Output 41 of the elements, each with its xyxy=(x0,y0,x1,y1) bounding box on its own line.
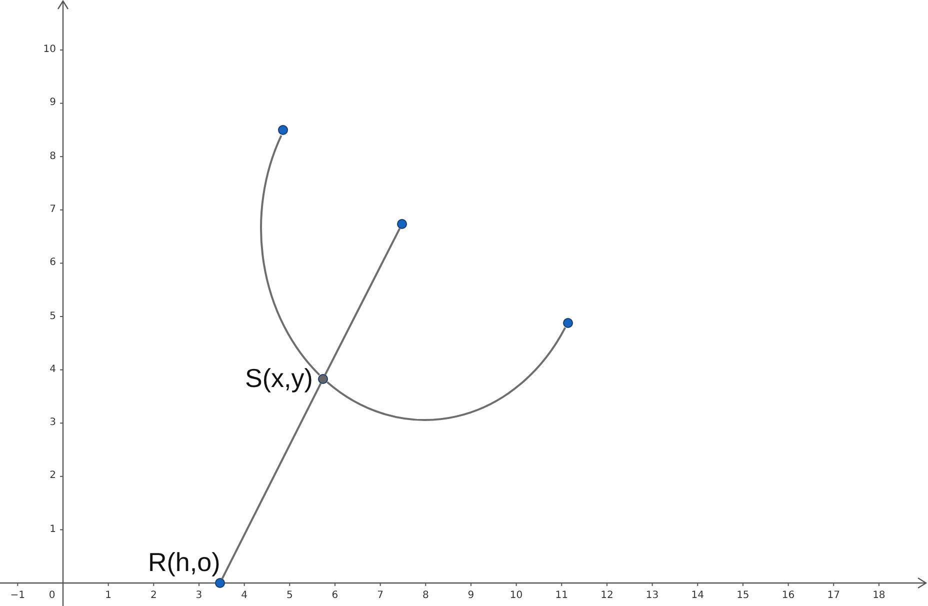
point-marker xyxy=(215,578,225,588)
line-segment xyxy=(324,228,401,375)
tick-label: 1 xyxy=(48,524,56,536)
tick-label: −1 xyxy=(10,590,26,602)
tick-label: 7 xyxy=(48,204,56,216)
tick-label: 5 xyxy=(48,310,56,322)
point-label: R(h,o) xyxy=(148,547,220,577)
tick-label: 12 xyxy=(600,590,614,602)
tick-label: 17 xyxy=(826,590,841,602)
tick-label: 7 xyxy=(376,590,384,602)
tick-label: 9 xyxy=(466,590,476,602)
point-marker xyxy=(278,125,288,135)
tick-label: 10 xyxy=(508,590,524,602)
tick-label: 6 xyxy=(330,590,340,602)
tick-label: 5 xyxy=(285,590,294,602)
tick-label: 2 xyxy=(48,470,56,482)
tick-label: 8 xyxy=(421,590,430,602)
tick-label: 11 xyxy=(554,590,569,602)
tick-label: 3 xyxy=(48,417,56,430)
tick-label: 9 xyxy=(48,97,56,110)
tick-label: 0 xyxy=(48,590,56,602)
tick-label: 10 xyxy=(42,44,56,56)
tick-label: 15 xyxy=(736,590,750,602)
tick-label: 4 xyxy=(240,590,248,602)
tick-label: 1 xyxy=(104,590,113,602)
point-marker xyxy=(563,318,573,328)
tick-label: 13 xyxy=(644,590,660,602)
tick-label: 18 xyxy=(872,590,886,602)
tick-label: 3 xyxy=(194,590,204,602)
tick-label: 14 xyxy=(690,590,705,602)
point-marker xyxy=(318,374,328,384)
arc xyxy=(260,135,320,376)
tick-label: 4 xyxy=(48,364,56,376)
arc xyxy=(326,327,566,421)
line-segment xyxy=(221,383,322,579)
point-marker xyxy=(397,219,407,229)
tick-label: 2 xyxy=(149,590,158,602)
point-label: S(x,y) xyxy=(245,363,313,393)
tick-label: 6 xyxy=(48,257,56,270)
tick-label: 16 xyxy=(780,590,796,602)
tick-label: 8 xyxy=(48,150,56,163)
